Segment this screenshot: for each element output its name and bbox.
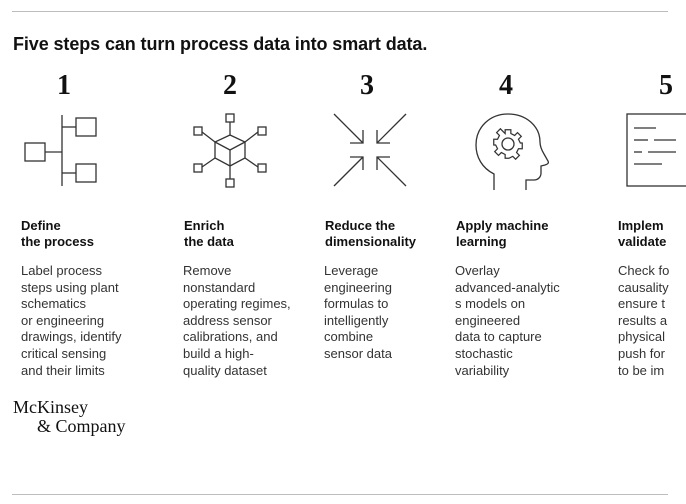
step-description: Remove nonstandard operating regimes, ad… (183, 263, 291, 378)
step-number: 1 (57, 70, 71, 101)
step-description: Overlay advanced-analytic s models on en… (455, 263, 560, 378)
step-number: 5 (659, 70, 673, 101)
head-gear-icon (475, 113, 550, 190)
top-divider (12, 11, 668, 12)
step-description: Leverage engineering formulas to intelli… (324, 263, 392, 361)
step-5: 5 Implem validate Check fo causality ens… (0, 70, 686, 400)
step-description: Check fo causality ensure t results a ph… (618, 263, 670, 378)
step-heading: Enrich the data (184, 218, 234, 249)
mckinsey-logo: McKinsey & Company (13, 397, 126, 436)
step-number: 2 (223, 70, 237, 101)
converging-arrows-icon (333, 113, 407, 187)
process-tree-icon (24, 115, 97, 186)
document-icon (626, 113, 686, 187)
step-number: 4 (499, 70, 513, 101)
step-heading: Implem validate (618, 218, 667, 249)
step-heading: Apply machine learning (456, 218, 549, 249)
page-title: Five steps can turn process data into sm… (13, 34, 428, 54)
step-description: Label process steps using plant schemati… (21, 263, 122, 378)
step-number: 3 (360, 70, 374, 101)
network-cube-icon (193, 113, 267, 188)
bottom-divider (12, 494, 668, 495)
step-heading: Define the process (21, 218, 94, 249)
step-heading: Reduce the dimensionality (325, 218, 417, 249)
